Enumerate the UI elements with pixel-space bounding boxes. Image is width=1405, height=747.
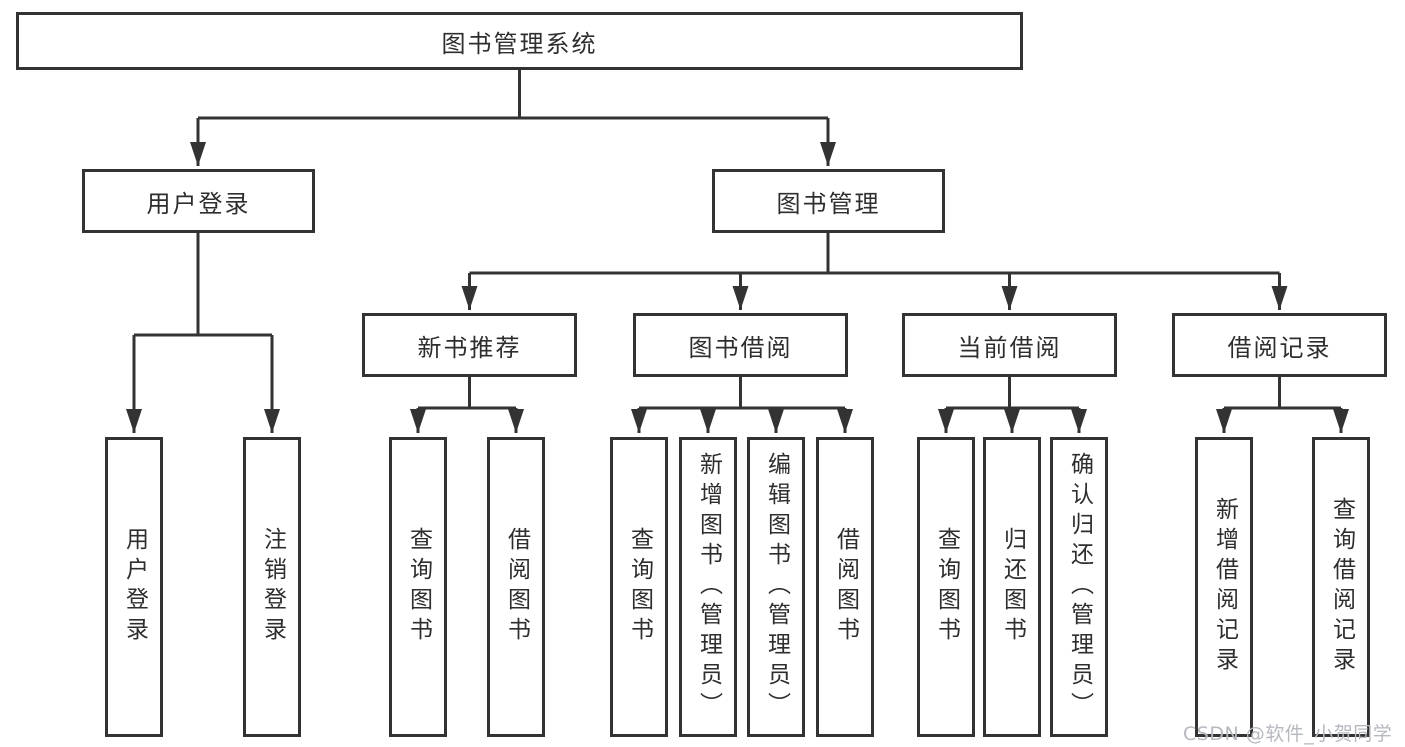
node-book-borrow: 图书借阅 bbox=[633, 313, 848, 377]
edge-new-book-recommend-split bbox=[418, 377, 516, 410]
edge-book-borrow-split bbox=[639, 377, 845, 410]
node-user-login-label: 用户登录 bbox=[146, 189, 251, 218]
leaf-label: 借阅图书 bbox=[503, 527, 530, 647]
leaf-label: 借阅图书 bbox=[832, 527, 859, 647]
leaf-borrow-books-borrow: 借阅图书 bbox=[816, 437, 874, 737]
leaf-label: 新增图书（管理员） bbox=[695, 452, 722, 722]
edge-borrow-records-split bbox=[1224, 377, 1341, 410]
leaf-label: 归还图书 bbox=[999, 527, 1026, 647]
leaf-add-borrow-record: 新增借阅记录 bbox=[1195, 437, 1253, 737]
leaf-label: 新增借阅记录 bbox=[1211, 497, 1238, 677]
leaf-label: 查询图书 bbox=[626, 527, 653, 647]
leaf-query-books-borrow: 查询图书 bbox=[610, 437, 668, 737]
node-borrow-records: 借阅记录 bbox=[1172, 313, 1387, 377]
node-borrow-records-label: 借阅记录 bbox=[1227, 333, 1332, 362]
leaf-edit-book-admin: 编辑图书（管理员） bbox=[747, 437, 805, 737]
leaf-borrow-books-recommend: 借阅图书 bbox=[487, 437, 545, 737]
watermark: CSDN @软件_小贺同学 bbox=[1183, 723, 1393, 745]
leaf-label: 查询图书 bbox=[933, 527, 960, 647]
node-root-label: 图书管理系统 bbox=[441, 29, 598, 58]
node-book-borrow-label: 图书借阅 bbox=[688, 333, 793, 362]
edge-user-login-split bbox=[134, 233, 272, 337]
leaf-confirm-return-admin: 确认归还（管理员） bbox=[1050, 437, 1108, 737]
node-user-login: 用户登录 bbox=[82, 169, 315, 233]
leaf-query-books-recommend: 查询图书 bbox=[389, 437, 447, 737]
edge-root-split bbox=[198, 70, 828, 120]
edge-book-management-split bbox=[469, 233, 1280, 275]
leaf-label: 查询借阅记录 bbox=[1328, 497, 1355, 677]
node-new-book-recommend: 新书推荐 bbox=[362, 313, 577, 377]
leaf-return-book: 归还图书 bbox=[983, 437, 1041, 737]
leaf-add-book-admin: 新增图书（管理员） bbox=[679, 437, 737, 737]
node-root: 图书管理系统 bbox=[16, 12, 1023, 70]
leaf-user-login: 用户登录 bbox=[105, 437, 163, 737]
node-current-borrow-label: 当前借阅 bbox=[957, 333, 1062, 362]
leaf-label: 确认归还（管理员） bbox=[1066, 452, 1093, 722]
node-book-management-label: 图书管理 bbox=[776, 189, 881, 218]
node-book-management: 图书管理 bbox=[712, 169, 945, 233]
node-new-book-recommend-label: 新书推荐 bbox=[417, 333, 522, 362]
leaf-label: 用户登录 bbox=[121, 527, 148, 647]
leaf-label: 注销登录 bbox=[259, 527, 286, 647]
node-current-borrow: 当前借阅 bbox=[902, 313, 1117, 377]
leaf-label: 查询图书 bbox=[405, 527, 432, 647]
edge-current-borrow-split bbox=[946, 377, 1079, 410]
leaf-query-borrow-record: 查询借阅记录 bbox=[1312, 437, 1370, 737]
leaf-label: 编辑图书（管理员） bbox=[763, 452, 790, 722]
leaf-query-books-current: 查询图书 bbox=[917, 437, 975, 737]
leaf-logout: 注销登录 bbox=[243, 437, 301, 737]
